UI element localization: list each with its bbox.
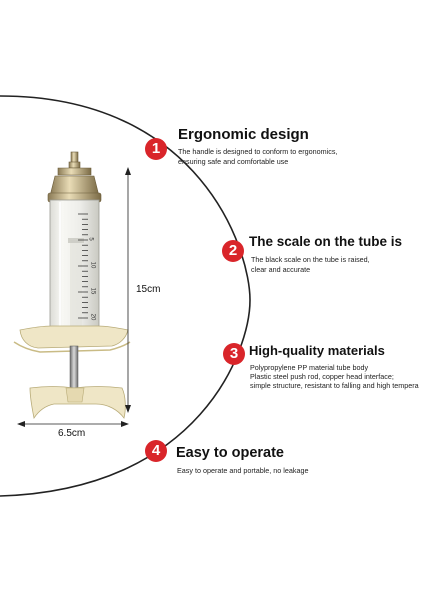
feature-description-line: The handle is designed to conform to erg…	[178, 147, 338, 156]
syringe-head	[57, 167, 92, 176]
feature-title: High-quality materials	[249, 343, 385, 358]
scale-mark-label: 5	[87, 237, 94, 241]
syringe-flange	[19, 325, 129, 349]
width-label: 6.5cm	[58, 428, 86, 439]
feature-number-badge: 2	[222, 240, 244, 262]
feature-description-line: Polypropylene PP material tube body	[250, 363, 369, 372]
scale-mark-label: 20	[89, 313, 96, 321]
feature-description-line: Plastic steel push rod, copper head inte…	[250, 372, 394, 381]
feature-title: Ergonomic design	[178, 126, 309, 143]
feature-description-line: simple structure, resistant to falling a…	[250, 381, 419, 390]
scale-mark-label: 15	[89, 287, 96, 295]
feature-title: Easy to operate	[176, 445, 284, 461]
feature-description-line: Easy to operate and portable, no leakage	[177, 466, 309, 475]
feature-title: The scale on the tube is	[249, 234, 403, 249]
feature-number-badge: 4	[145, 440, 167, 462]
push-rod	[69, 345, 79, 392]
feature-number-badge: 1	[145, 138, 167, 160]
scale-ticks	[78, 213, 88, 319]
height-label: 15cm	[136, 284, 161, 295]
feature-description-line: clear and accurate	[251, 265, 311, 274]
height-dimension	[125, 167, 131, 413]
scale-mark-label: 10	[89, 261, 96, 269]
width-dimension	[17, 421, 129, 427]
feature-description-line: The black scale on the tube is raised,	[251, 255, 370, 264]
feature-description-line: ensuring safe and comfortable use	[178, 157, 289, 166]
feature-number-badge: 3	[223, 343, 245, 365]
